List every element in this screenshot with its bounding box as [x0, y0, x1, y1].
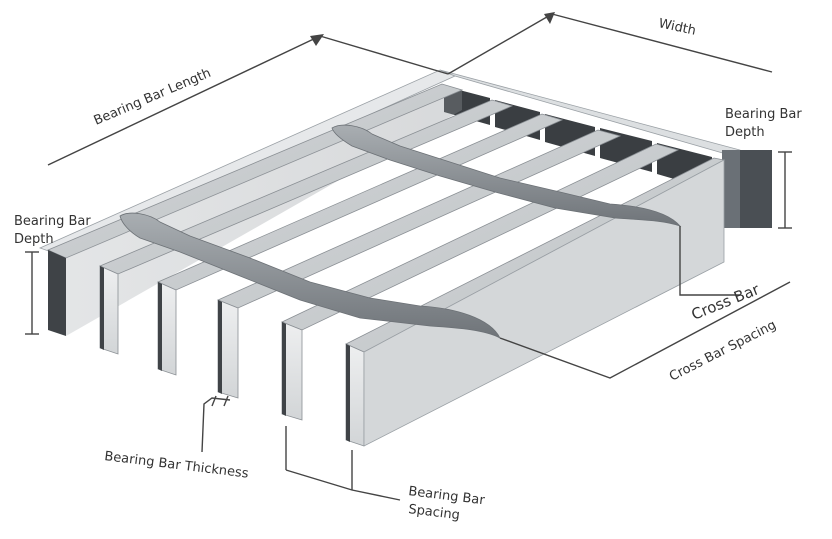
label-width: Width — [657, 16, 697, 39]
steel-grating — [38, 69, 772, 447]
width-arrowhead — [544, 12, 555, 24]
label-bearing-bar-thickness: Bearing Bar Thickness — [104, 449, 250, 482]
label-bearing-bar-length: Bearing Bar Length — [92, 66, 214, 129]
label-bearing-bar-depth-left-2: Depth — [14, 232, 54, 247]
cross-bar-spacing-leader — [499, 281, 791, 379]
spacing-leader — [285, 469, 401, 501]
label-cross-bar-spacing: Cross Bar Spacing — [667, 318, 779, 385]
length-arrowhead — [310, 34, 324, 46]
cross-bar-front — [119, 212, 501, 339]
label-bearing-bar-spacing-2: Spacing — [408, 502, 461, 523]
dimension-lines — [25, 12, 792, 501]
front-bar-side-face — [363, 159, 725, 447]
bearing-bar — [98, 99, 514, 355]
thickness-leader — [201, 397, 231, 453]
bearing-bar — [281, 143, 680, 421]
bearing-bar — [157, 113, 564, 376]
label-bearing-bar-depth-right-2: Depth — [725, 125, 765, 140]
label-bearing-bar-depth-right-1: Bearing Bar — [725, 107, 802, 122]
cross-bar-leader — [679, 226, 740, 296]
width-dimension-line — [447, 13, 553, 75]
length-dimension-line — [47, 35, 321, 166]
bearing-bar — [216, 129, 622, 399]
label-bearing-bar-depth-left-1: Bearing Bar — [14, 214, 91, 229]
right-end-face-light — [722, 150, 740, 228]
